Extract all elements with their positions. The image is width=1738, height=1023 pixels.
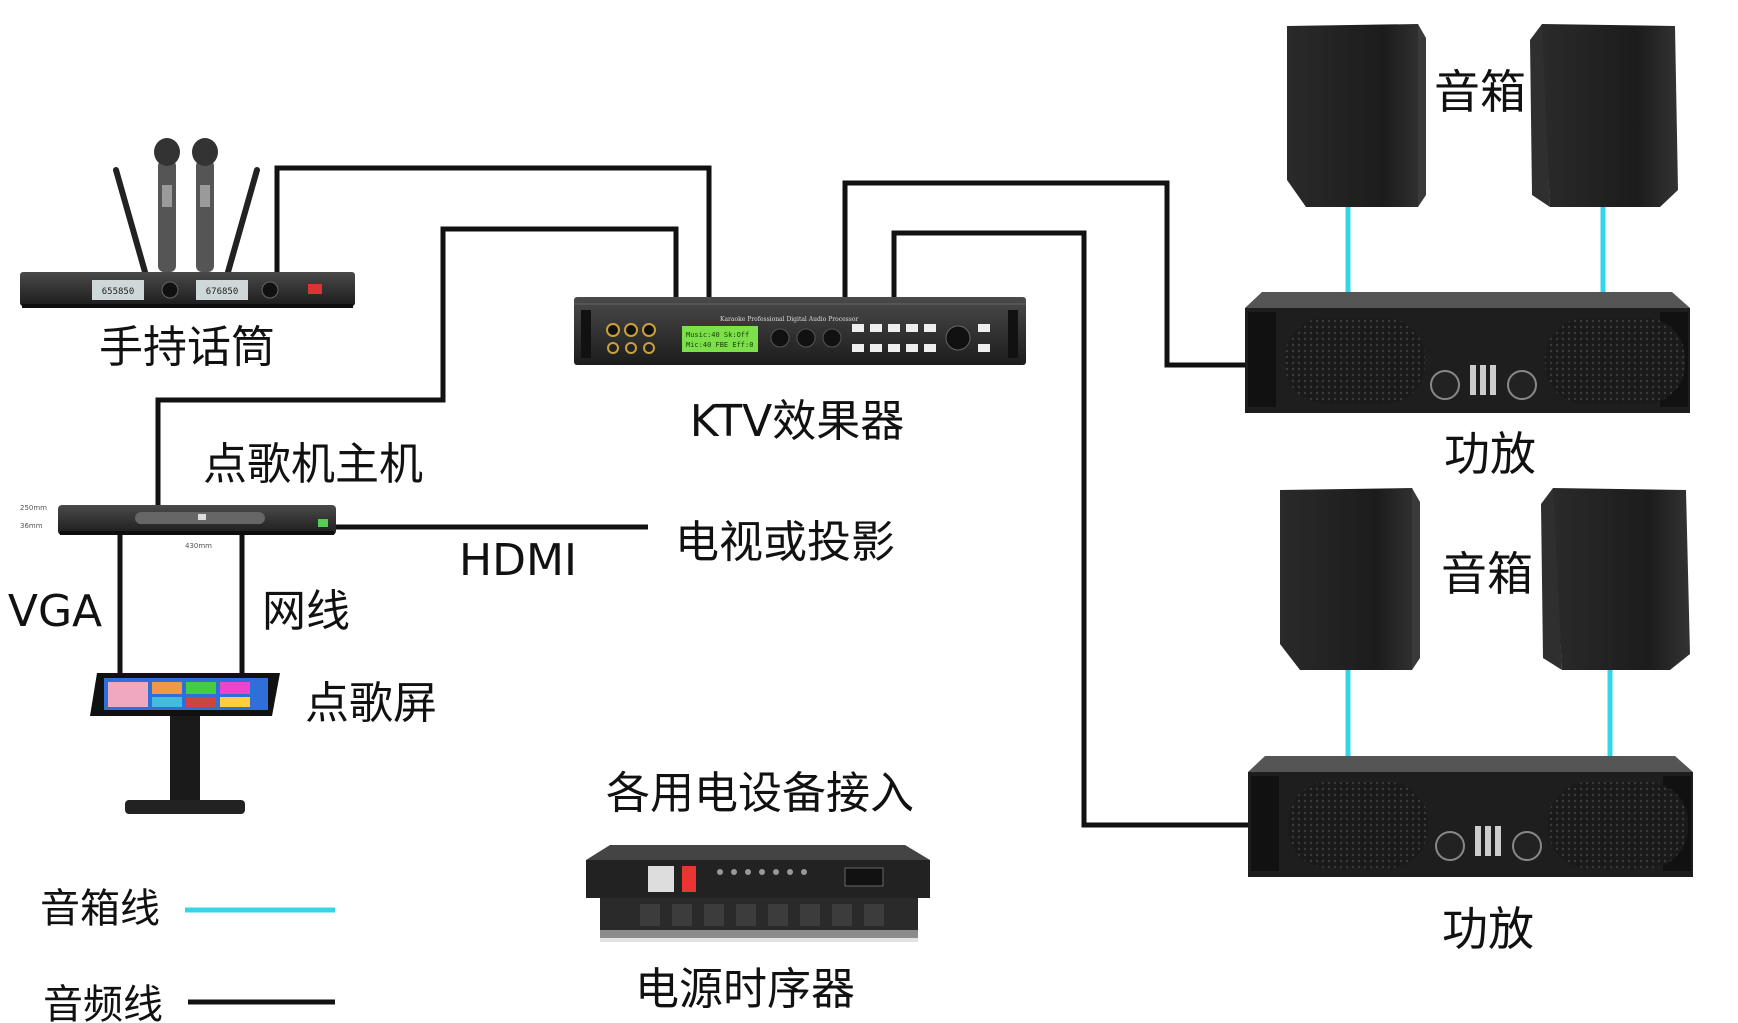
speaker-top-right — [1530, 24, 1678, 207]
legend-speaker-cable-label: 音箱线 — [40, 886, 160, 932]
label-speaker-bottom: 音箱 — [1441, 547, 1533, 601]
label-hdmi: HDMI — [459, 535, 577, 586]
speaker-cables — [1345, 196, 1613, 756]
cable-effector-to-top-amp — [842, 180, 1245, 368]
amplifier-top — [1245, 292, 1690, 413]
audio-cables — [117, 165, 1248, 828]
legend: 音箱线 音频线 — [40, 886, 335, 1023]
amplifier-bottom — [1248, 756, 1693, 877]
label-vga: VGA — [8, 586, 102, 637]
label-network: 网线 — [262, 586, 350, 637]
cable-effector-to-bottom-amp — [891, 230, 1248, 828]
cable-mic-to-effector — [274, 165, 712, 297]
effector-lcd — [682, 326, 758, 352]
antenna-right-icon — [225, 167, 260, 275]
microphone-icon — [192, 138, 218, 272]
label-mic: 手持话筒 — [99, 322, 275, 373]
wireless-mic-device: 655850 676850 — [20, 138, 355, 308]
label-amp-bottom: 功放 — [1442, 902, 1534, 956]
label-sequencer: 电源时序器 — [635, 964, 855, 1015]
ktv-host-device: 250mm 36mm 430mm — [20, 504, 336, 550]
speaker-bottom-right — [1541, 488, 1690, 670]
mic-display-1: 655850 — [102, 287, 135, 297]
label-host: 点歌机主机 — [203, 439, 423, 490]
speaker-bottom-left — [1280, 488, 1420, 670]
power-sequencer-device — [586, 845, 930, 942]
antenna-left-icon — [113, 167, 148, 275]
label-tv: 电视或投影 — [675, 517, 895, 568]
effector-lcd-line1: Music:40 Sk:Off — [686, 331, 749, 339]
speaker-top-left — [1287, 24, 1426, 207]
svg-text:430mm: 430mm — [185, 542, 212, 550]
label-ktv-effector: KTV效果器 — [690, 396, 904, 447]
label-amp-top: 功放 — [1444, 427, 1536, 481]
ktv-effector-device: Karaoke Professional Digital Audio Proce… — [574, 297, 1026, 365]
cable-host-to-effector — [155, 226, 679, 505]
mic-display-2: 676850 — [206, 287, 239, 297]
song-screen-device — [90, 673, 280, 814]
label-spare-power: 各用电设备接入 — [606, 768, 914, 819]
legend-audio-cable-label: 音频线 — [43, 982, 163, 1023]
microphone-icon — [154, 138, 180, 272]
label-speaker-top: 音箱 — [1434, 65, 1526, 119]
svg-text:36mm: 36mm — [20, 522, 43, 530]
effector-lcd-line2: Mic:40 FBE Eff:0 — [686, 341, 753, 349]
label-screen: 点歌屏 — [305, 678, 437, 729]
svg-text:250mm: 250mm — [20, 504, 47, 512]
effector-title: Karaoke Professional Digital Audio Proce… — [720, 316, 858, 323]
